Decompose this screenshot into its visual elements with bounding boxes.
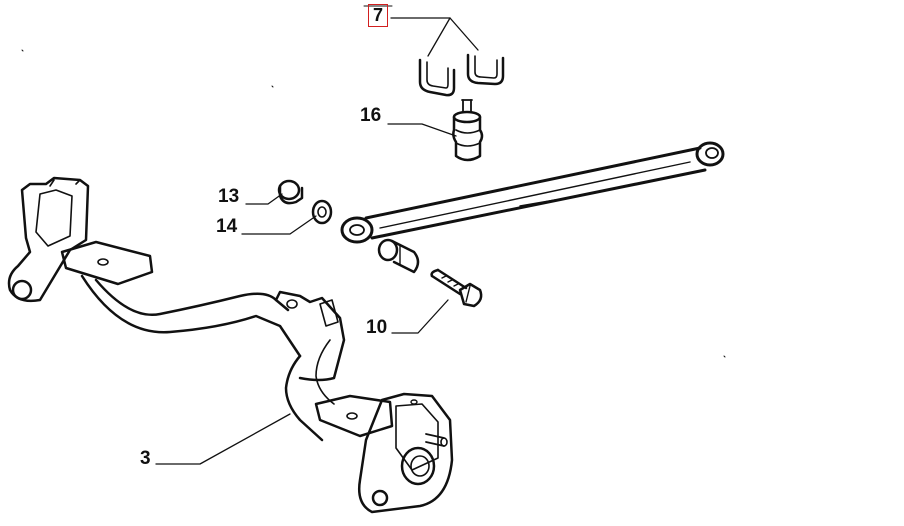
callout-13[interactable]: 13 bbox=[218, 186, 240, 207]
u-clip-part[interactable] bbox=[418, 53, 505, 97]
rod-bushing-part[interactable] bbox=[377, 238, 420, 274]
callout-3[interactable]: 3 bbox=[140, 448, 151, 469]
callout-7[interactable]: 7 bbox=[368, 4, 389, 27]
bolt-part[interactable] bbox=[430, 268, 483, 308]
callout-16[interactable]: 16 bbox=[360, 105, 382, 126]
leader-lines bbox=[155, 17, 479, 465]
bump-stop-part[interactable] bbox=[452, 99, 484, 162]
scan-specks bbox=[21, 5, 726, 358]
bushing-ring-part-14[interactable] bbox=[311, 199, 333, 225]
sleeve-part-13[interactable] bbox=[277, 179, 304, 205]
axle-beam-part[interactable] bbox=[7, 176, 454, 514]
callout-14[interactable]: 14 bbox=[216, 216, 238, 237]
panhard-rod-part[interactable] bbox=[340, 141, 725, 244]
callout-10[interactable]: 10 bbox=[366, 317, 388, 338]
